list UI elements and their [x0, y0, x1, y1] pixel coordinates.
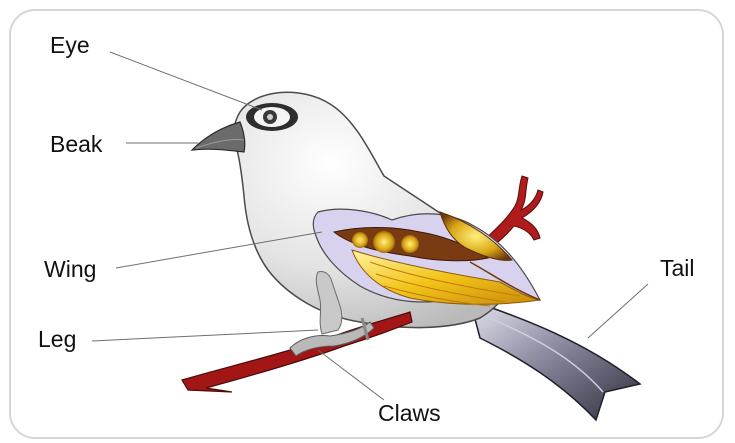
tail-leader-line	[588, 284, 648, 338]
tail-feathers	[470, 300, 640, 420]
label-tail: Tail	[660, 257, 695, 280]
claws-leader-line	[318, 350, 384, 400]
eye-leader-line	[110, 52, 262, 110]
label-eye: Eye	[50, 34, 90, 57]
label-wing: Wing	[44, 258, 96, 281]
label-leg: Leg	[38, 328, 76, 351]
beak-shape	[192, 122, 245, 152]
leg-leader-line	[92, 330, 318, 341]
label-claws: Claws	[378, 402, 441, 425]
label-beak: Beak	[50, 133, 102, 156]
